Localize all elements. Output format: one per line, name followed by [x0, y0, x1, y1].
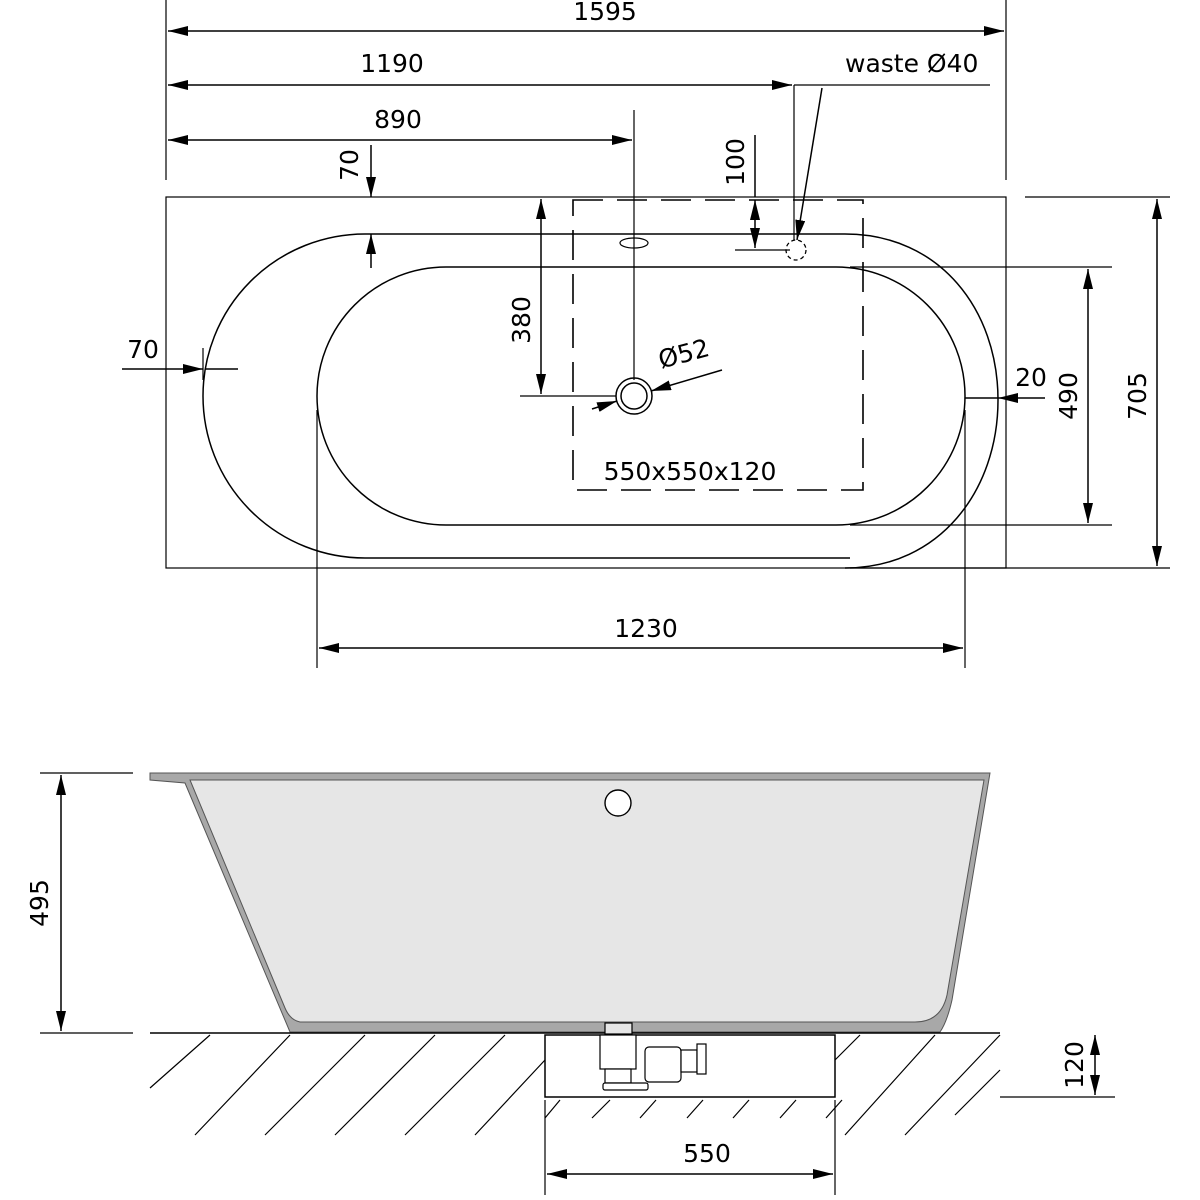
- recess-label: 550x550x120: [604, 457, 777, 486]
- waste-leader: [795, 87, 823, 241]
- extension-lines: [165, 0, 1170, 668]
- dim-drain-depth: 380: [507, 296, 536, 344]
- drain-inner: [620, 382, 648, 410]
- side-extension-lines: [40, 772, 1115, 1195]
- tub-rim-outline: [202, 233, 999, 569]
- dim-drain-position: 890: [374, 105, 422, 134]
- dim-inner-length: 1230: [614, 614, 678, 643]
- dim-rim-left: 70: [127, 335, 159, 364]
- dim-recess-width: 550: [683, 1139, 731, 1168]
- tub-interior: [189, 779, 985, 1023]
- dim-inner-width: 490: [1054, 372, 1083, 420]
- dim-overflow-offset: 100: [721, 138, 750, 186]
- top-view: 1595 1190 waste Ø40 890 70 100 380 Ø52 7…: [122, 0, 1170, 668]
- waste-label: waste Ø40: [845, 49, 978, 78]
- tub-outline-rect: [165, 196, 1007, 569]
- recess-box: [544, 1034, 836, 1098]
- dim-line-52-a: [591, 400, 618, 412]
- side-view: 495 120 550: [25, 772, 1115, 1195]
- dim-rim-top: 70: [335, 149, 364, 181]
- recess-area-dashed: [572, 199, 864, 491]
- dim-drain-diameter: Ø52: [655, 333, 712, 374]
- floor-hatching: [149, 1034, 1001, 1136]
- dim-waste-position: 1190: [360, 49, 424, 78]
- dim-recess-depth: 120: [1060, 1041, 1089, 1089]
- dim-rim-right: 20: [1015, 363, 1047, 392]
- dim-line-52-b: [650, 369, 723, 392]
- drain-fitting: [599, 1022, 707, 1091]
- dim-overall-width: 705: [1123, 372, 1152, 420]
- dim-tub-height: 495: [25, 879, 54, 927]
- tub-basin-outline: [316, 266, 966, 526]
- overflow-hole-side: [604, 789, 632, 817]
- dim-overall-length: 1595: [573, 0, 637, 26]
